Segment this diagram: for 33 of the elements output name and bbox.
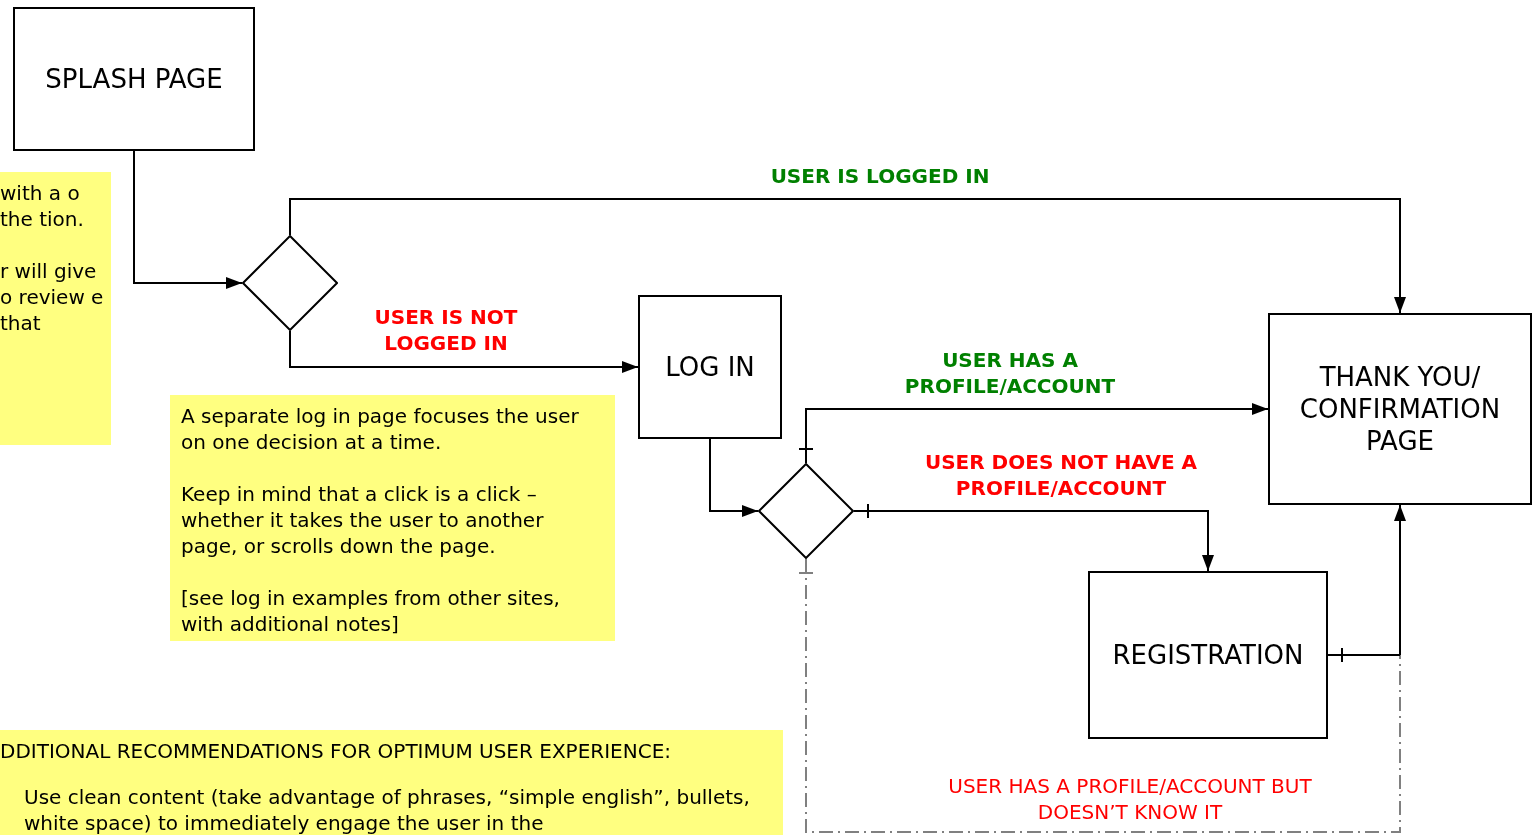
- arrow: [853, 503, 1214, 572]
- decision-diamond: [758, 463, 854, 559]
- sticky-note: [0, 172, 111, 445]
- arrow: [798, 403, 1269, 464]
- note-text: r will give o review e that: [0, 258, 105, 336]
- process-box: [638, 295, 782, 439]
- note-text: with a o the tion.: [0, 180, 85, 232]
- process-box: [13, 7, 255, 151]
- node-label: LOG IN: [665, 351, 755, 383]
- edge-label: USER HAS A PROFILE/ACCOUNT BUT DOESN’T KNOW IT: [947, 773, 1313, 825]
- dashed-connector: [798, 558, 1401, 833]
- arrow: [1394, 504, 1406, 656]
- decision-diamond: [242, 235, 338, 331]
- edge-label: USER DOES NOT HAVE A PROFILE/ACCOUNT: [923, 449, 1199, 501]
- note-text: Use clean content (take advantage of phrases, “simple english”, bullets, white space) to immediately engage the user in the: [23, 784, 751, 835]
- sticky-note: [0, 730, 783, 835]
- edge-label: USER IS LOGGED IN: [769, 163, 991, 189]
- process-box: [1088, 571, 1328, 739]
- edge-label: USER IS NOT LOGGED IN: [373, 304, 519, 356]
- process-box: [1268, 313, 1532, 505]
- arrow: [709, 438, 759, 517]
- arrow: [133, 150, 243, 289]
- note-text: Keep in mind that a click is a click – whether it takes the user to another page, or scrolls down the page.: [181, 481, 545, 559]
- node-label: REGISTRATION: [1112, 639, 1304, 671]
- edge-label: USER HAS A PROFILE/ACCOUNT: [903, 347, 1117, 399]
- note-text: A separate log in page focuses the user on one decision at a time.: [181, 403, 580, 455]
- arrow: [289, 330, 639, 373]
- sticky-note: [170, 395, 615, 641]
- note-text: [see log in examples from other sites, with additional notes]: [181, 585, 561, 637]
- arrow: [289, 198, 1406, 314]
- note-text: DDITIONAL RECOMMENDATIONS FOR OPTIMUM USER EXPERIENCE:: [0, 738, 672, 764]
- node-label: THANK YOU/ CONFIRMATION PAGE: [1298, 361, 1502, 457]
- node-label: SPLASH PAGE: [45, 63, 223, 95]
